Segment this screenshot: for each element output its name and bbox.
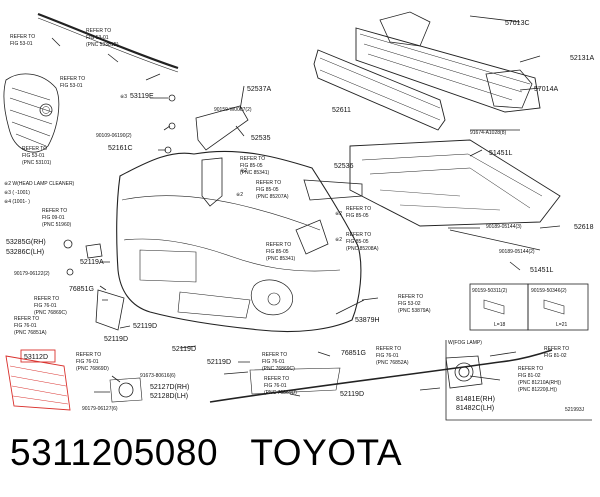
brand-name: TOYOTA	[250, 432, 403, 473]
label-90179b: 90179-06127(6)	[82, 406, 118, 412]
label-81481e: 81481E(RH)	[456, 396, 495, 403]
label-52119d-b: 52119D	[104, 336, 128, 343]
label-52618: 52618	[574, 224, 594, 231]
mark-3: ※3	[120, 94, 127, 100]
label-52131a: 52131A	[570, 55, 594, 62]
label-57014a: 57014A	[534, 86, 558, 93]
note-headlamp-cleaner: ※2 W(HEAD LAMP CLEANER)	[4, 181, 75, 187]
label-76851g: 76851G	[69, 286, 94, 293]
part-labels: 57013C 52131A 57014A 52537A 53119E 90159…	[4, 20, 594, 413]
label-51451l-a: 51451L	[489, 150, 512, 157]
highlight-box	[20, 349, 56, 363]
note-range-3: ※3 ( -1001)	[4, 190, 30, 196]
label-52119d-d: 52119D	[207, 359, 231, 366]
label-57013c: 57013C	[505, 20, 530, 27]
label-90109: 90109-06190(2)	[96, 133, 132, 139]
label-90159b: 90159-50346(2)	[531, 288, 567, 294]
label-53285g: 53285G(RH)	[6, 239, 46, 246]
label-52536: 52536	[334, 163, 354, 170]
label-90189a: 90189-05144(3)	[486, 224, 522, 230]
part-caption: 5311205080 TOYOTA	[10, 432, 402, 474]
label-52119d-a: 52119D	[133, 323, 157, 330]
label-52537a: 52537A	[247, 86, 271, 93]
label-90179: 90179-06122(2)	[14, 271, 50, 277]
label-52119d-c: 52119D	[172, 346, 196, 353]
label-52128d: 52128D(LH)	[150, 393, 188, 400]
label-52611: 52611	[332, 107, 351, 114]
label-52535: 52535	[251, 135, 271, 142]
label-76851g-b: 76851G	[341, 350, 366, 357]
label-52127d: 52127D(RH)	[150, 384, 189, 391]
label-81482c: 81482C(LH)	[456, 405, 494, 412]
label-53112d: 53112D	[24, 354, 48, 361]
label-53879h: 53879H	[355, 317, 380, 324]
part-number: 5311205080	[10, 432, 219, 473]
mark-2c: ※2	[335, 211, 342, 217]
mark-2d: ※2	[335, 237, 342, 243]
mark-2b: ※2	[236, 192, 243, 198]
mark-2a: ※2	[240, 168, 247, 174]
label-51451l-b: 51451L	[530, 267, 553, 274]
label-l18: L=18	[494, 322, 505, 328]
label-90159: 90159-W0007(2)	[214, 107, 252, 113]
label-52119a: 52119A	[80, 259, 104, 266]
label-90159a: 90159-50311(2)	[472, 288, 508, 294]
label-diagram-id: 521993J	[565, 407, 585, 413]
label-53286c: 53286C(LH)	[6, 249, 44, 256]
note-fog-lamp: W(FOG LAMP)	[448, 340, 482, 346]
label-52161c: 52161C	[108, 145, 133, 152]
label-52119d-e: 52119D	[340, 391, 364, 398]
label-53119e: 53119E	[130, 93, 154, 100]
diagram-line-art	[3, 11, 592, 421]
label-91673: 91673-80616(6)	[140, 373, 176, 379]
label-91674: 91674-A1028(8)	[470, 130, 506, 136]
note-range-4: ※4 (1001- )	[4, 199, 30, 205]
label-90189b: 90189-05144(2)	[499, 249, 535, 255]
label-l21: L=21	[556, 322, 567, 328]
